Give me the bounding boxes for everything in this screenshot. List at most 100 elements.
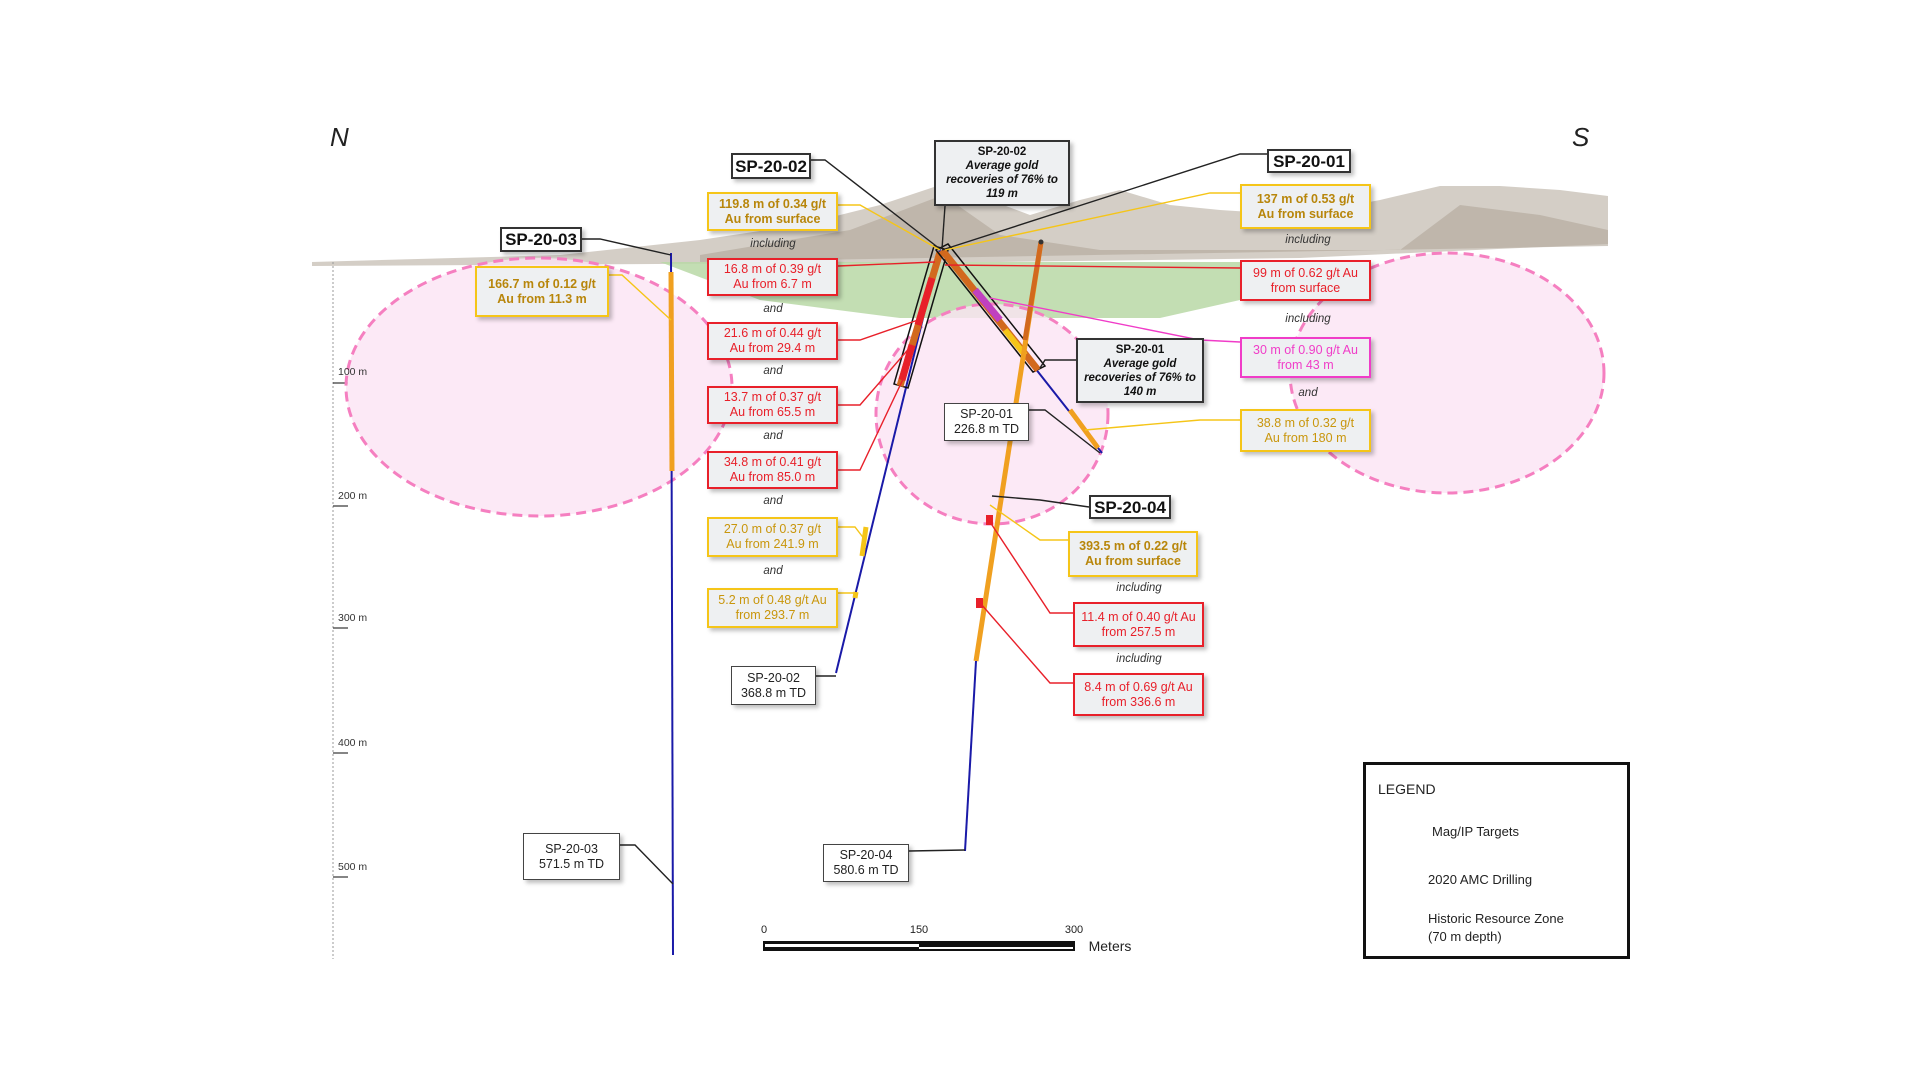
recovery-line: 140 m <box>1123 385 1157 398</box>
drillhole-sp-20-04 <box>964 239 1044 852</box>
recovery-line: Average gold <box>1103 357 1177 370</box>
depth-ticks <box>333 382 348 878</box>
north-label: N <box>330 122 349 152</box>
connector-text: including <box>1285 313 1331 325</box>
connector-text: and <box>763 565 783 577</box>
intercept-text: from surface <box>1270 280 1341 295</box>
intercept-text: Au from 85.0 m <box>729 470 816 484</box>
intercept-text: SP-20-04 <box>839 848 893 862</box>
intercept-text: from 293.7 m <box>735 608 810 622</box>
scale-unit: Meters <box>1088 938 1132 954</box>
hole-label-sp-20-02: SP-20-02 <box>731 153 811 179</box>
legend-item-targets: Mag/IP Targets <box>1432 824 1519 839</box>
scale-label-0: 0 <box>760 924 768 936</box>
recovery-hole: SP-20-02 <box>977 146 1027 158</box>
intercept-text: from 257.5 m <box>1101 624 1176 639</box>
legend-item-drilling: 2020 AMC Drilling <box>1428 872 1533 887</box>
hole-label-sp-20-04: SP-20-04 <box>1089 495 1171 519</box>
connector-text: and <box>1298 387 1318 399</box>
intercept-text: Au from 65.5 m <box>729 405 816 419</box>
intercept-text: 5.2 m of 0.48 g/t Au <box>718 593 827 607</box>
intercept-text: SP-20-01 <box>960 407 1013 421</box>
recovery-line: 119 m <box>986 188 1018 200</box>
legend-title: LEGEND <box>1378 781 1436 797</box>
recovery-note-sp-20-02: SP-20-02 Average gold recoveries of 76% … <box>934 140 1070 206</box>
intercept-text: 8.4 m of 0.69 g/t Au <box>1084 679 1193 694</box>
intercept-text: 137 m of 0.53 g/t <box>1256 191 1355 206</box>
intercept-text: 571.5 m TD <box>538 856 605 871</box>
recovery-line: Average gold <box>965 160 1039 172</box>
connector-text: and <box>763 365 783 377</box>
intercept-text: 393.5 m of 0.22 g/t <box>1079 539 1187 553</box>
intercept-text: 21.6 m of 0.44 g/t <box>723 326 822 340</box>
hole-label-sp-20-03: SP-20-03 <box>500 227 582 252</box>
intercept-text: 38.8 m of 0.32 g/t <box>1256 415 1355 430</box>
hole-label-sp-20-01: SP-20-01 <box>1267 149 1351 173</box>
intercept-text: 99 m of 0.62 g/t Au <box>1253 265 1358 280</box>
intercept-text: 11.4 m of 0.40 g/t Au <box>1081 609 1196 624</box>
intercept-text: Au from 29.4 m <box>729 341 816 355</box>
intercept-text: from 336.6 m <box>1101 694 1176 709</box>
intercept-text: Au from surface <box>1257 206 1354 221</box>
south-label: S <box>1572 122 1590 152</box>
intercept-text: 166.7 m of 0.12 g/t <box>488 276 596 291</box>
recovery-hole: SP-20-01 <box>1115 343 1165 356</box>
intercept-text: Au from 241.9 m <box>726 537 819 551</box>
intercept-text: 580.6 m TD <box>833 863 899 877</box>
connector-text: including <box>1285 234 1331 246</box>
scale-bar <box>763 941 1075 951</box>
recovery-line: recoveries of 76% to <box>1084 371 1196 384</box>
legend-item-resource-depth: (70 m depth) <box>1428 929 1502 944</box>
depth-label-100: 100 m <box>338 366 368 378</box>
intercept-text: 16.8 m of 0.39 g/t <box>723 262 822 276</box>
connector-text: including <box>750 238 796 250</box>
intercept-text: SP-20-03 <box>545 841 598 856</box>
intercept-text: Au from 180 m <box>1264 430 1347 445</box>
connector-text: and <box>763 430 783 442</box>
intercept-text: 27.0 m of 0.37 g/t <box>723 522 822 536</box>
legend: LEGEND Mag/IP Targets 2020 AMC Drilling … <box>1363 762 1630 959</box>
intercept-text: 226.8 m TD <box>953 422 1020 436</box>
intercept-text: 368.8 m TD <box>740 685 807 700</box>
intercept-text: Au from surface <box>724 211 821 226</box>
intercept-text: 30 m of 0.90 g/t Au <box>1253 342 1358 357</box>
intercept-text: SP-20-02 <box>747 670 800 685</box>
connector-text: including <box>1116 653 1162 665</box>
recovery-note-sp-20-01: SP-20-01 Average gold recoveries of 76% … <box>1076 338 1204 403</box>
intercept-text: 13.7 m of 0.37 g/t <box>723 390 822 404</box>
depth-label-200: 200 m <box>338 490 368 502</box>
intercept-text: 119.8 m of 0.34 g/t <box>719 196 826 211</box>
intercept-text: Au from 6.7 m <box>733 277 812 291</box>
scale-label-300: 300 <box>1064 924 1084 936</box>
legend-item-resource: Historic Resource Zone <box>1428 911 1564 926</box>
depth-label-300: 300 m <box>338 612 368 624</box>
drillhole-sp-20-03 <box>668 252 675 956</box>
connector-text: and <box>763 495 783 507</box>
intercept-text: 34.8 m of 0.41 g/t <box>723 455 822 469</box>
terrain-shading <box>700 195 1608 262</box>
intercept-text: Au from 11.3 m <box>497 291 587 306</box>
depth-label-400: 400 m <box>338 737 368 749</box>
connector-text: and <box>763 303 783 315</box>
intercept-text: from 43 m <box>1277 357 1334 372</box>
connector-text: including <box>1116 582 1162 594</box>
recovery-line: recoveries of 76% to <box>946 174 1058 186</box>
